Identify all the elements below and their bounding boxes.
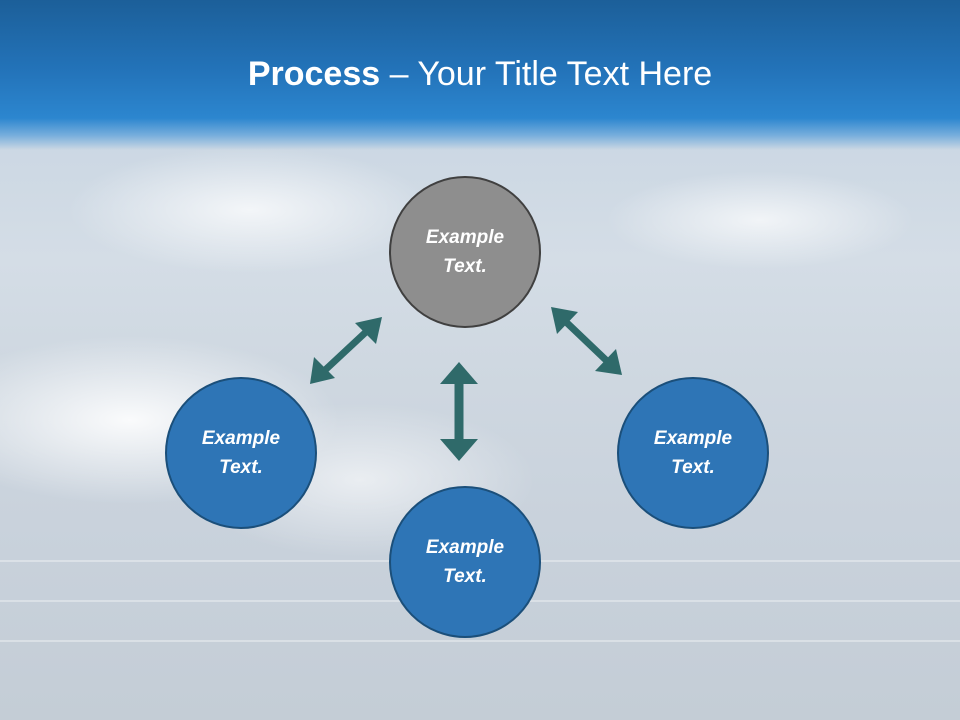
slide-title[interactable]: Process – Your Title Text Here — [0, 52, 960, 96]
wave-streak — [0, 640, 960, 642]
node-label-line2: Text. — [443, 566, 487, 587]
node-label-line1: Example — [201, 428, 281, 449]
node-label-line1: Example — [425, 227, 505, 248]
title-rest: Your Title Text Here — [417, 55, 713, 93]
title-separator: – — [380, 55, 418, 93]
process-node-right[interactable]: Example Text. — [617, 377, 769, 529]
double-arrow-top-bottom[interactable] — [440, 362, 478, 461]
node-label-line1: Example — [425, 537, 505, 558]
double-arrow-top-left[interactable] — [310, 317, 382, 384]
process-node-bottom[interactable]: Example Text. — [389, 486, 541, 638]
process-node-left[interactable]: Example Text. — [165, 377, 317, 529]
node-label-line1: Example — [653, 428, 733, 449]
double-arrow-top-right[interactable] — [551, 307, 622, 375]
node-label-line2: Text. — [219, 457, 263, 478]
title-bold-part: Process — [247, 55, 381, 93]
process-node-top[interactable]: Example Text. — [389, 176, 541, 328]
node-label-line2: Text. — [443, 256, 487, 277]
title-bar: Process – Your Title Text Here — [0, 0, 960, 150]
node-label-line2: Text. — [671, 457, 715, 478]
